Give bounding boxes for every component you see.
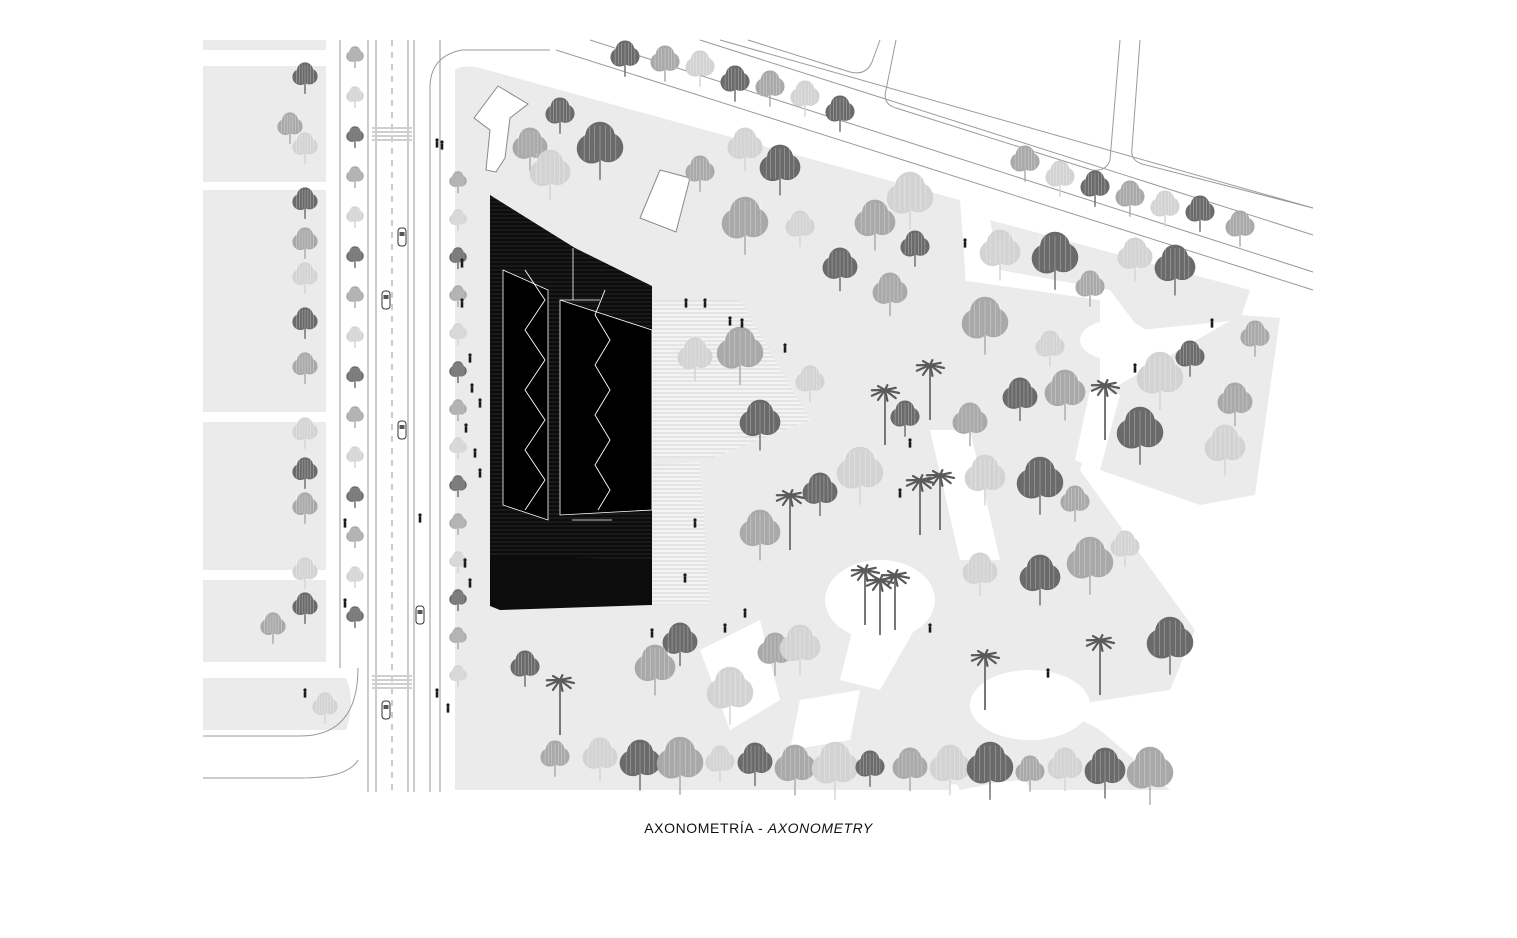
person-icon xyxy=(898,488,901,497)
person-icon xyxy=(468,353,471,362)
tree-icon xyxy=(1127,747,1174,805)
person-icon xyxy=(460,258,463,267)
person-icon xyxy=(1133,363,1136,372)
tree-icon xyxy=(1080,170,1109,206)
car-icon xyxy=(398,228,406,246)
person-icon xyxy=(728,316,731,325)
tree-icon xyxy=(1115,180,1144,216)
person-icon xyxy=(460,298,463,307)
tree-icon xyxy=(346,526,363,548)
person-icon xyxy=(908,438,911,447)
tree-icon xyxy=(346,246,363,268)
tree-icon xyxy=(790,80,819,116)
tree-icon xyxy=(346,606,363,628)
tree-icon xyxy=(346,126,363,148)
person-icon xyxy=(743,608,746,617)
person-icon xyxy=(683,573,686,582)
person-icon xyxy=(928,623,931,632)
person-icon xyxy=(740,318,743,327)
tree-icon xyxy=(346,486,363,508)
tree-icon xyxy=(1185,195,1214,231)
person-icon xyxy=(463,558,466,567)
tree-icon xyxy=(720,65,749,101)
person-icon xyxy=(435,688,438,697)
tree-icon xyxy=(346,286,363,308)
person-icon xyxy=(1210,318,1213,327)
tree-icon xyxy=(346,86,363,108)
person-icon xyxy=(963,238,966,247)
person-icon xyxy=(303,688,306,697)
caption-separator: - xyxy=(754,820,768,836)
person-icon xyxy=(435,138,438,147)
person-icon xyxy=(343,598,346,607)
drawing-caption: AXONOMETRÍA - AXONOMETRY xyxy=(0,820,1517,836)
tree-icon xyxy=(1045,160,1074,196)
person-icon xyxy=(470,383,473,392)
person-icon xyxy=(783,343,786,352)
tree-icon xyxy=(346,406,363,428)
person-icon xyxy=(478,468,481,477)
car-icon xyxy=(398,421,406,439)
person-icon xyxy=(464,423,467,432)
person-icon xyxy=(684,298,687,307)
car-icon xyxy=(416,606,424,624)
caption-english: AXONOMETRY xyxy=(768,820,873,836)
person-icon xyxy=(473,448,476,457)
tree-icon xyxy=(346,446,363,468)
person-icon xyxy=(703,298,706,307)
car-icon xyxy=(382,291,390,309)
caption-spanish: AXONOMETRÍA xyxy=(644,820,753,836)
tree-icon xyxy=(346,46,363,68)
tree-icon xyxy=(825,95,854,131)
tree-icon xyxy=(1225,210,1254,246)
tree-icon xyxy=(346,206,363,228)
building-base xyxy=(490,555,652,610)
tree-icon xyxy=(346,166,363,188)
person-icon xyxy=(446,703,449,712)
courtyard-left xyxy=(503,270,548,520)
person-icon xyxy=(650,628,653,637)
cars xyxy=(382,228,424,719)
tree-icon xyxy=(650,45,679,81)
tree-icon xyxy=(346,366,363,388)
tree-icon xyxy=(346,326,363,348)
person-icon xyxy=(478,398,481,407)
tree-icon xyxy=(610,40,639,76)
person-icon xyxy=(1046,668,1049,677)
person-icon xyxy=(343,518,346,527)
tree-icon xyxy=(685,50,714,86)
person-icon xyxy=(693,518,696,527)
person-icon xyxy=(468,578,471,587)
car-icon xyxy=(382,701,390,719)
person-icon xyxy=(418,513,421,522)
tree-icon xyxy=(346,566,363,588)
person-icon xyxy=(723,623,726,632)
person-icon xyxy=(440,140,443,149)
